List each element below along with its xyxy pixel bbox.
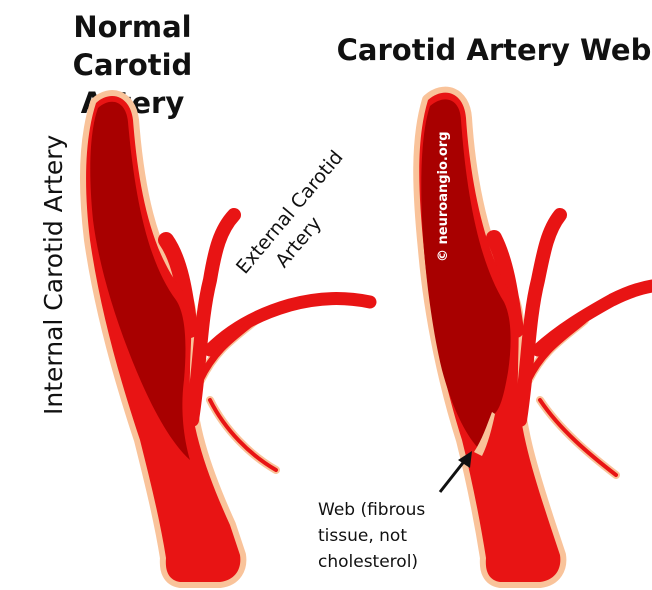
web-caption: Web (fibrous tissue, not cholesterol): [318, 497, 468, 575]
web-caption-line2: tissue, not: [318, 523, 468, 549]
web-caption-line1: Web (fibrous: [318, 497, 468, 523]
watermark-text: © neuroangio.org: [436, 131, 451, 262]
web-caption-line3: cholesterol): [318, 549, 468, 575]
internal-carotid-label: Internal Carotid Artery: [39, 134, 68, 415]
external-carotid-label: External Carotid Artery: [232, 146, 367, 295]
